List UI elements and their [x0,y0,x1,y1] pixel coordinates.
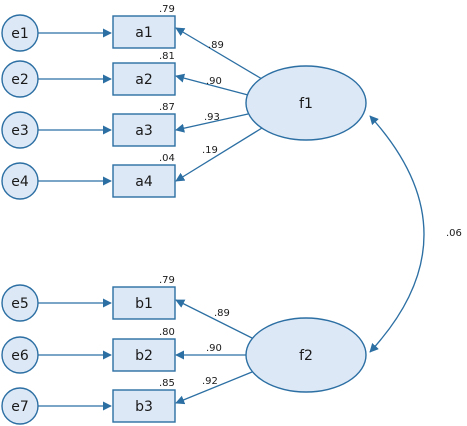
edge-f1-a1 [175,27,263,80]
indicator-b2-label: b2 [135,348,153,364]
error-e3: e3 [1,111,39,149]
indicator-a1: a1 .79 [112,4,176,49]
error-e2-label: e2 [11,72,29,88]
indicator-b3: b3 .85 [112,378,176,423]
indicator-b1-r2: .79 [159,275,175,286]
loading-label-b1: .89 [214,308,230,319]
indicator-b1-label: b1 [135,296,153,312]
edge-f1-f2-correlation [369,115,425,353]
edge-f1-a3 [175,113,249,133]
edge-f1-a2 [175,73,249,96]
error-e4-label: e4 [11,174,29,190]
factor-f2-label: f2 [299,348,313,364]
error-e6: e6 [1,336,39,374]
error-e5-label: e5 [11,296,29,312]
error-e5: e5 [1,284,39,322]
indicator-b2: b2 .80 [112,327,176,372]
error-e7-label: e7 [11,399,29,415]
edge-f2-b1 [175,299,253,339]
edge-f1-a4 [175,127,263,182]
error-e6-label: e6 [11,348,29,364]
indicator-a4-label: a4 [135,174,153,190]
error-e4: e4 [1,162,39,200]
indicator-b2-r2: .80 [159,327,175,338]
indicator-a3-label: a3 [135,123,153,139]
loading-label-a1: .89 [208,40,224,51]
indicator-a1-label: a1 [135,25,153,41]
indicator-a2: a2 .81 [112,51,176,96]
loading-label-a2: .90 [206,76,222,87]
indicator-a2-label: a2 [135,72,153,88]
correlation-label: .06 [446,228,462,239]
factor-f2: f2 [245,317,367,393]
error-e2: e2 [1,60,39,98]
indicator-b3-label: b3 [135,399,153,415]
error-e1: e1 [1,14,39,52]
indicator-b1: b1 .79 [112,275,176,320]
factor-f1: f1 [245,65,367,141]
loading-label-b3: .92 [202,376,218,387]
indicator-a4: a4 .04 [112,153,176,198]
edge-f2-b3 [175,371,253,405]
indicator-a3: a3 .87 [112,102,176,147]
indicator-b3-r2: .85 [159,378,175,389]
indicator-a4-r2: .04 [159,153,175,164]
indicator-a1-r2: .79 [159,4,175,15]
error-e7: e7 [1,387,39,425]
indicator-a3-r2: .87 [159,102,175,113]
error-e3-label: e3 [11,123,29,139]
loading-label-a4: .19 [202,145,218,156]
loading-label-a3: .93 [204,112,220,123]
error-e1-label: e1 [11,26,29,42]
indicator-a2-r2: .81 [159,51,175,62]
factor-f1-label: f1 [299,96,313,112]
loading-label-b2: .90 [206,343,222,354]
